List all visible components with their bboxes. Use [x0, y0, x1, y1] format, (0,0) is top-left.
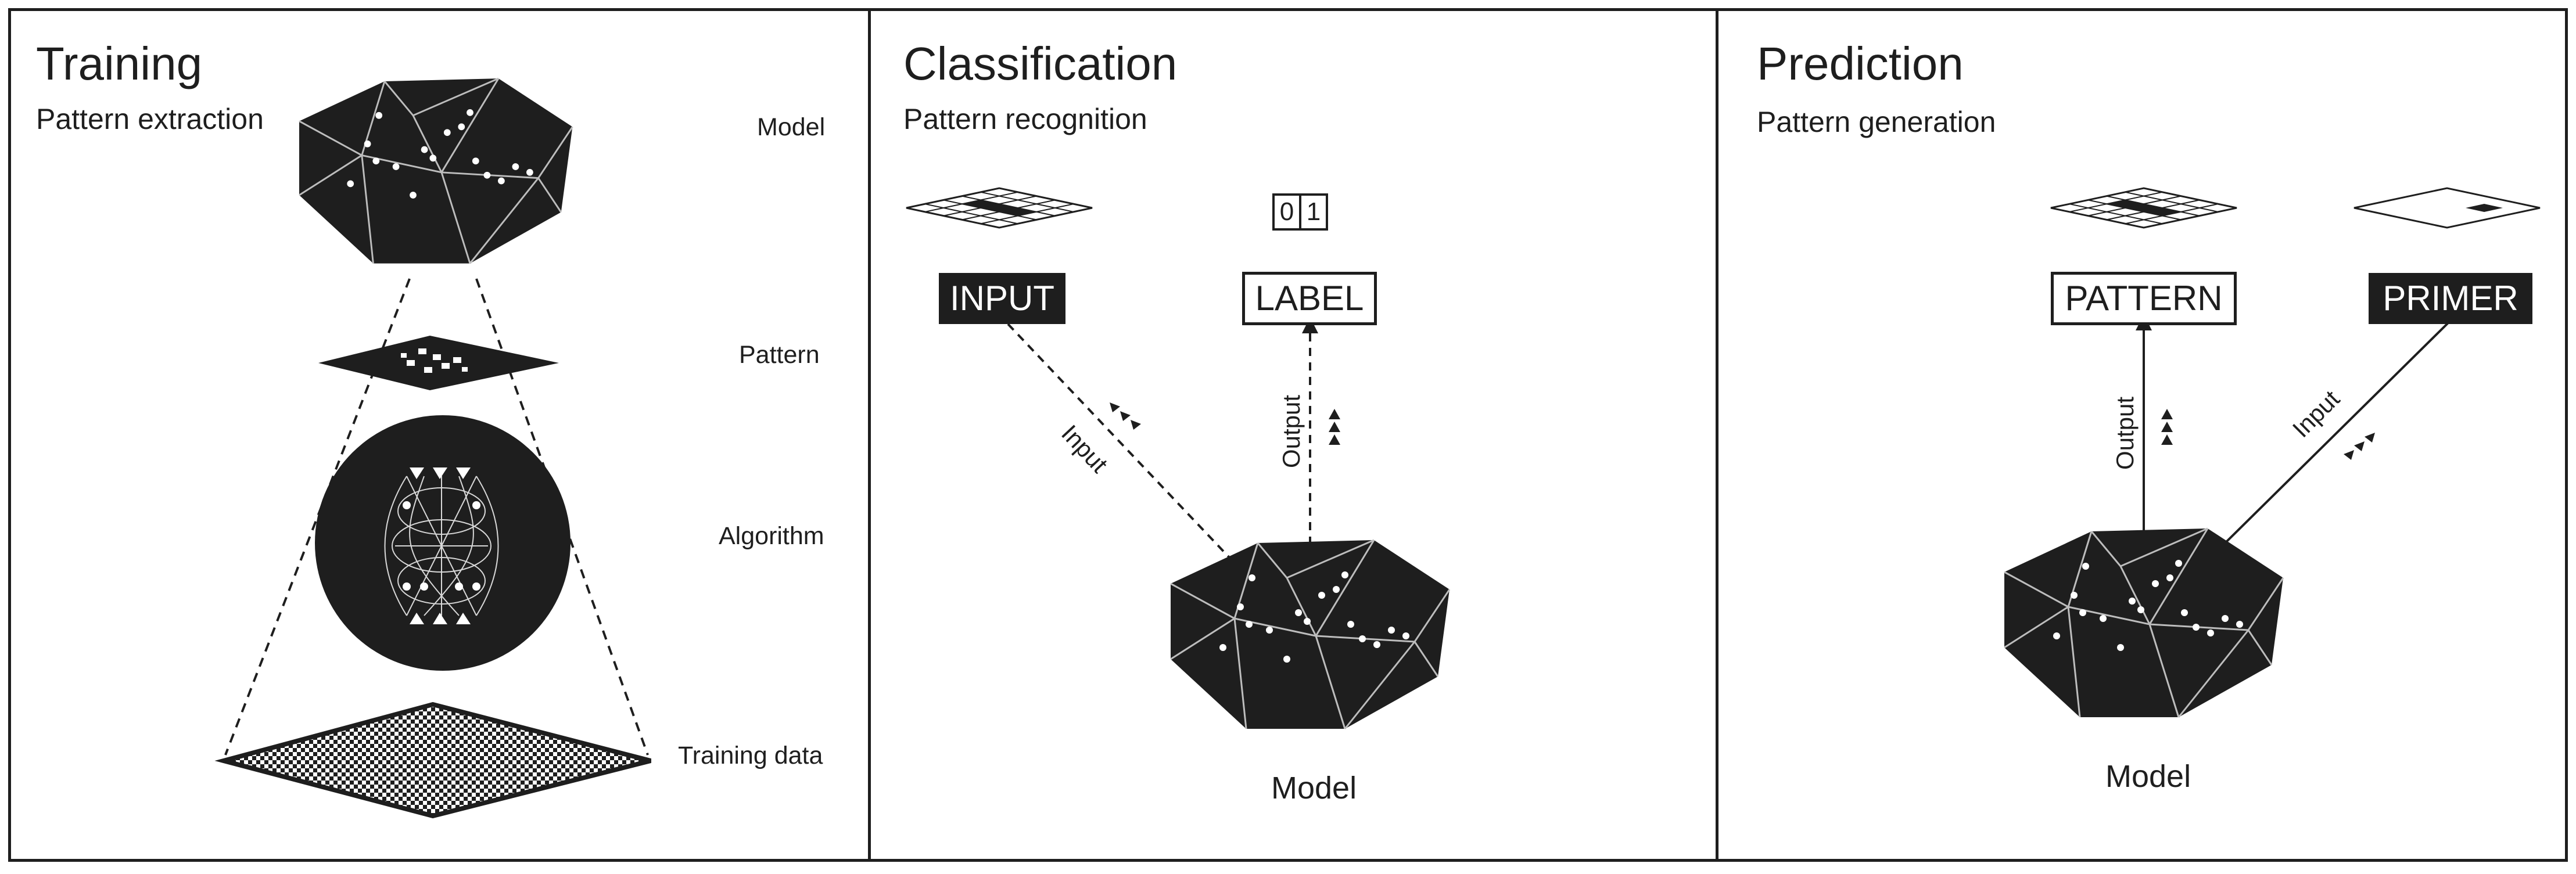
- classification-output-text: Output: [1278, 394, 1305, 469]
- pattern-grid-tile: [2050, 187, 2238, 229]
- classification-subtitle: Pattern recognition: [903, 103, 1147, 135]
- prediction-subtitle: Pattern generation: [1757, 106, 1996, 138]
- model-label: Model: [757, 113, 826, 141]
- label-box: LABEL: [1242, 272, 1377, 325]
- pattern-tile: [318, 336, 559, 390]
- training-title: Training: [36, 38, 203, 89]
- classification-title: Classification: [903, 38, 1178, 89]
- algorithm-label: Algorithm: [719, 522, 824, 550]
- output-direction-triangles: [1329, 409, 1340, 445]
- prediction-input-triangles: [2344, 433, 2375, 460]
- digit-zero: 0: [1279, 197, 1294, 226]
- input-direction-triangles: [1110, 402, 1141, 430]
- prediction-input-line: [2221, 321, 2450, 547]
- training-model-mesh: [298, 77, 573, 265]
- input-grid-tile: [905, 187, 1093, 229]
- training-data-label: Training data: [678, 742, 823, 769]
- binary-label-digits: 0 1: [1272, 193, 1328, 231]
- training-data-grid: [214, 702, 652, 819]
- prediction-model-mesh: [2003, 527, 2284, 718]
- classification-model-mesh: [1169, 539, 1451, 730]
- primer-grid-tile: [2353, 187, 2541, 229]
- pattern-box: PATTERN: [2051, 272, 2237, 325]
- algorithm-circle: [315, 415, 571, 671]
- classification-input-arrow: [1007, 323, 1242, 570]
- prediction-output-text: Output: [2111, 396, 2139, 470]
- primer-box: PRIMER: [2369, 273, 2532, 324]
- digit-one: 1: [1299, 196, 1326, 228]
- input-box: INPUT: [939, 273, 1065, 324]
- prediction-model-label: Model: [2105, 759, 2191, 794]
- classification-model-label: Model: [1271, 771, 1357, 805]
- prediction-output-triangles: [2161, 409, 2173, 445]
- prediction-title: Prediction: [1757, 38, 1964, 89]
- prediction-panel: [1716, 8, 2568, 862]
- pattern-label: Pattern: [739, 341, 820, 369]
- training-subtitle: Pattern extraction: [36, 103, 264, 135]
